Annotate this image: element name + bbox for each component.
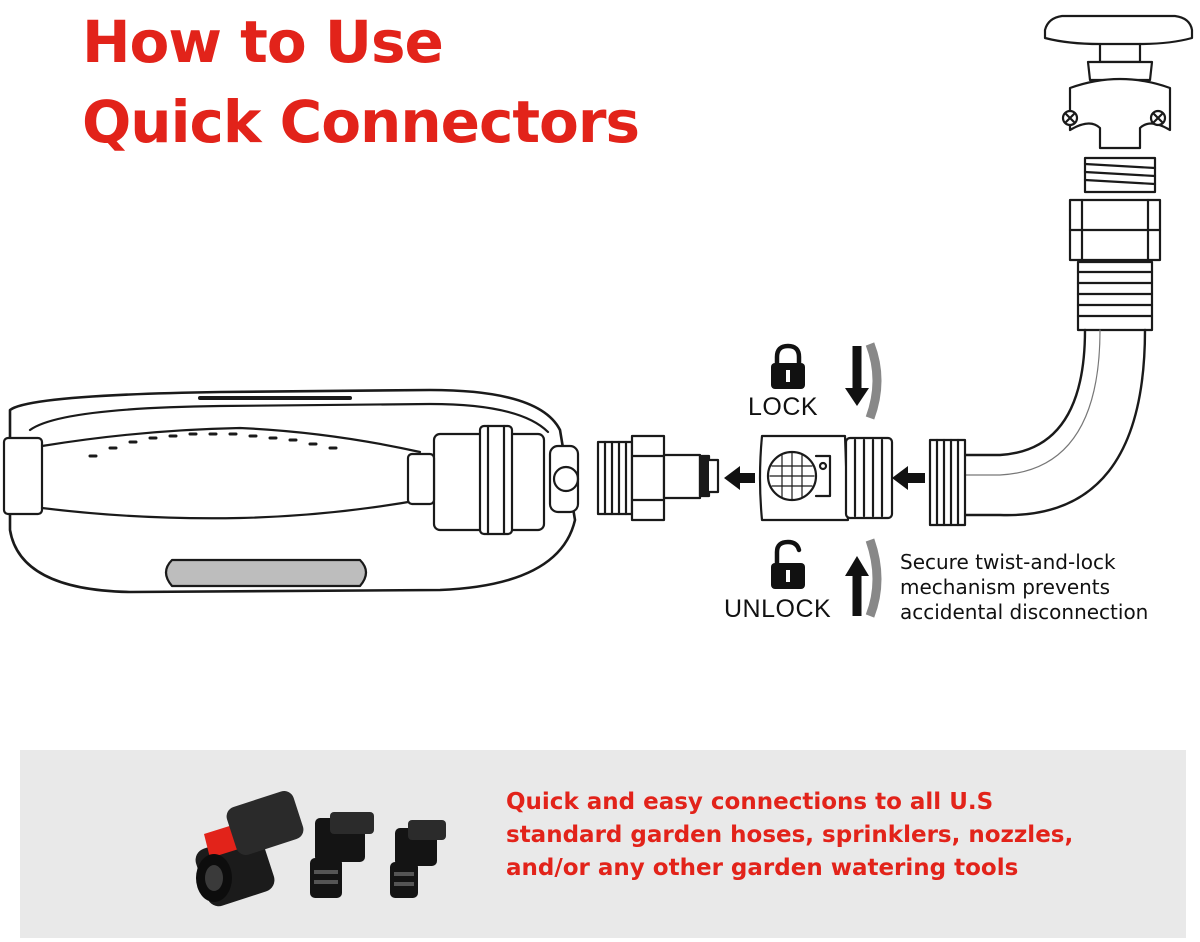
rotate-arrow-icon (845, 538, 882, 618)
quick-connector-illustration (758, 434, 894, 522)
connection-diagram (2, 14, 1194, 618)
faucet-illustration (1043, 14, 1194, 194)
female-connector-product (195, 791, 304, 907)
male-adapter-product (310, 812, 374, 898)
sprinkler-illustration (2, 388, 580, 594)
lock-label: LOCK (748, 393, 819, 421)
left-arrow-icon (724, 466, 755, 490)
hose-illustration (928, 198, 1162, 527)
note-line: accidental disconnection (900, 600, 1149, 624)
panel-text-line: Quick and easy connections to all U.S (506, 789, 994, 815)
page-title: How to Use Quick Connectors (82, 2, 640, 162)
lock-mechanism-note: Secure twist-and-lock mechanism prevents… (900, 550, 1148, 625)
left-arrow-icon (892, 466, 925, 490)
padlock-closed-icon (771, 343, 805, 389)
panel-text-line: standard garden hoses, sprinklers, nozzl… (506, 822, 1074, 848)
panel-text-line: and/or any other garden watering tools (506, 855, 1019, 881)
note-line: Secure twist-and-lock (900, 550, 1116, 574)
unlock-label: UNLOCK (724, 595, 832, 623)
title-line-1: How to Use (82, 8, 444, 76)
info-panel: Quick and easy connections to all U.S st… (20, 750, 1186, 938)
male-adapter-product (390, 820, 446, 898)
male-adapter-illustration (596, 434, 720, 522)
connector-set-image (195, 791, 446, 907)
note-line: mechanism prevents (900, 575, 1111, 599)
panel-description: Quick and easy connections to all U.S st… (506, 786, 1073, 885)
padlock-open-icon (771, 539, 805, 589)
rotate-arrow-icon (845, 342, 882, 420)
title-line-2: Quick Connectors (82, 88, 640, 156)
